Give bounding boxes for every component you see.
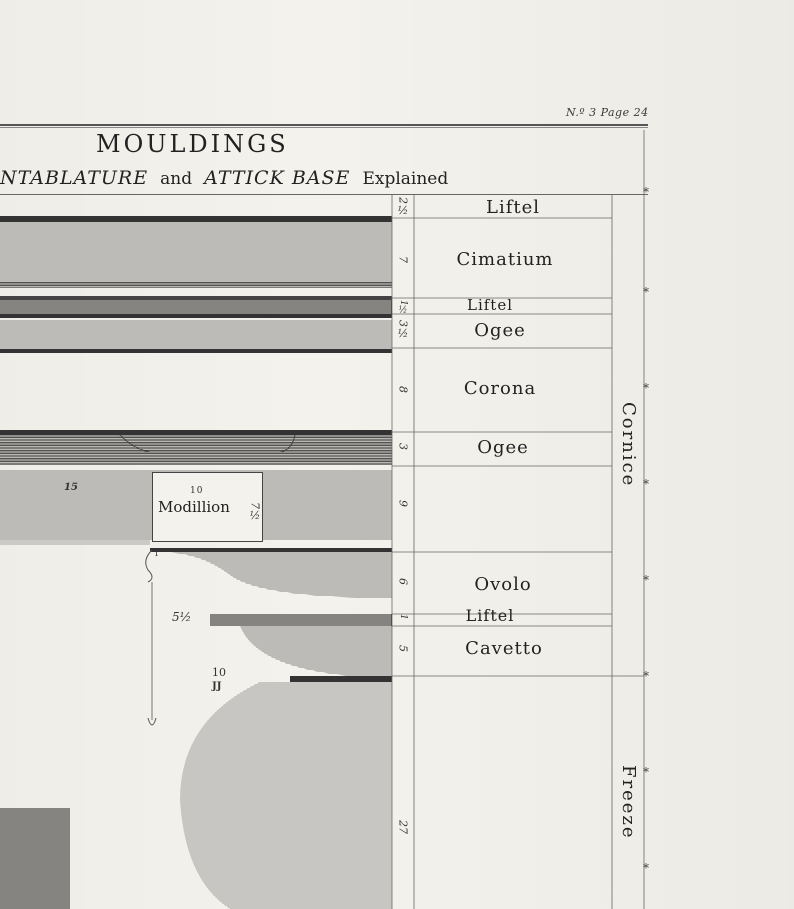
subtitle-and: and xyxy=(160,169,193,189)
modillion-label: Modillion xyxy=(158,498,230,516)
subtitle-rule xyxy=(0,194,648,195)
annotation-5-half: 5½ xyxy=(172,610,192,624)
subtitle-attick-base: ATTICK BASE xyxy=(204,167,351,189)
top-rule xyxy=(0,124,648,126)
subtitle-explained: Explained xyxy=(362,169,449,189)
title-mouldings: MOULDINGS xyxy=(96,130,289,158)
column-flutes xyxy=(0,808,70,909)
label-liftel-3: Liftel xyxy=(465,606,515,625)
label-ovolo: Ovolo xyxy=(474,574,532,595)
label-cavetto: Cavetto xyxy=(465,638,543,659)
dim-ogee-2: 3 xyxy=(396,443,410,450)
dim-liftel-1: 2½ xyxy=(396,197,410,217)
group-cornice: Cornice xyxy=(618,402,639,488)
modillion-box xyxy=(152,472,263,542)
modillion-dim: 7½ xyxy=(248,502,262,522)
subtitle-entablature: NTABLATURE xyxy=(0,167,149,189)
annotation-10: 10 xyxy=(212,666,226,679)
dimension-lines xyxy=(391,130,645,909)
dim-cimatium: 7 xyxy=(396,256,410,263)
svg-text:*: * xyxy=(643,669,649,683)
dim-ogee-1: 3½ xyxy=(396,320,410,340)
annotation-1: 1 xyxy=(154,549,160,558)
dim-liftel-3: 1 xyxy=(398,614,408,620)
dim-space: 9 xyxy=(396,500,410,507)
label-liftel-2: Liftel xyxy=(466,296,514,314)
label-corona: Corona xyxy=(463,378,537,399)
label-ogee-2: Ogee xyxy=(477,437,529,458)
plate-reference: N.º 3 Page 24 xyxy=(566,106,649,119)
dim-corona: 8 xyxy=(396,386,410,393)
dim-cavetto: 5 xyxy=(396,645,410,652)
label-liftel-1: Liftel xyxy=(485,197,541,218)
label-cimatium: Cimatium xyxy=(456,249,554,270)
label-ogee-1: Ogee xyxy=(474,320,526,341)
top-rule-secondary xyxy=(0,127,648,128)
tick-marks: * * * * * * * * xyxy=(643,185,649,875)
annotation-jj: JJ xyxy=(212,681,222,692)
svg-text:*: * xyxy=(643,185,649,199)
moulding-bands xyxy=(0,216,392,909)
group-freeze: Freeze xyxy=(618,765,639,840)
svg-text:*: * xyxy=(643,381,649,395)
title-subtitle: NTABLATURE and ATTICK BASE Explained xyxy=(0,167,454,189)
svg-text:*: * xyxy=(643,861,649,875)
svg-text:*: * xyxy=(643,477,649,491)
svg-text:*: * xyxy=(643,285,649,299)
dim-freeze: 27 xyxy=(396,820,410,834)
dim-liftel-2: 1½ xyxy=(398,300,408,316)
modillion-number: 10 xyxy=(190,486,204,496)
svg-text:*: * xyxy=(643,765,649,779)
dim-ovolo: 6 xyxy=(396,578,410,585)
svg-text:*: * xyxy=(643,573,649,587)
annotation-15: 15 xyxy=(64,482,78,493)
